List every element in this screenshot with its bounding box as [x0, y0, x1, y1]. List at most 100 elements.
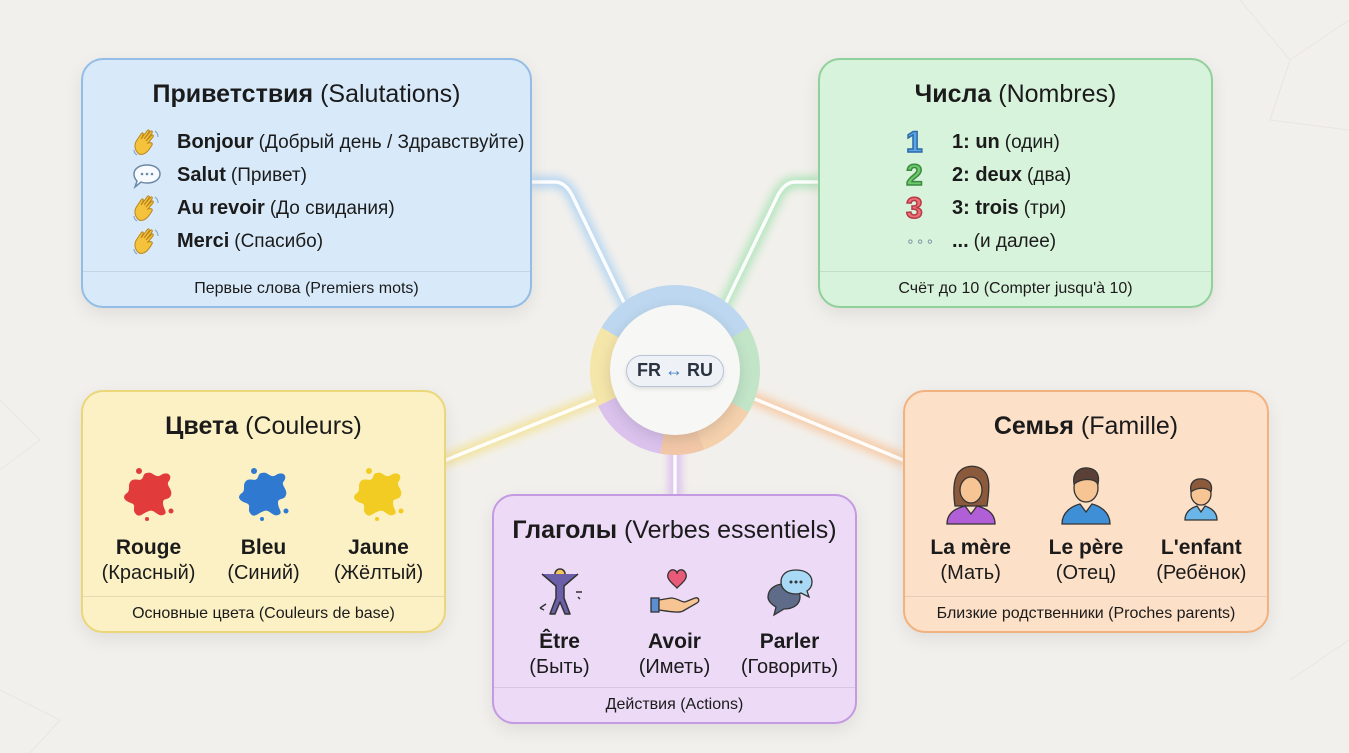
- french-word: Parler: [759, 630, 820, 653]
- french-word: Être: [539, 630, 580, 653]
- russian-translation: (До свидания): [269, 197, 395, 219]
- family-item: Le père (Отец): [1029, 458, 1143, 585]
- title-fr: (Couleurs): [245, 412, 362, 440]
- greetings-list: Bonjour(Добрый день / Здравствуйте) Salu…: [131, 126, 524, 258]
- family-item: La mère (Мать): [914, 458, 1028, 585]
- connector-family: [736, 390, 905, 462]
- blue-splash-icon: [207, 458, 321, 530]
- french-word: 2: deux: [952, 164, 1023, 186]
- french-word: Jaune: [348, 536, 409, 559]
- language-pair-badge[interactable]: FR↔RU: [626, 355, 724, 387]
- family-item: L'enfant (Ребёнок): [1144, 458, 1258, 585]
- card-title: Приветствия (Salutations): [83, 80, 530, 109]
- card-footer: Основные цвета (Couleurs de base): [83, 596, 444, 631]
- number-glyph: 3: [905, 191, 923, 226]
- french-word: Au revoir: [177, 197, 265, 219]
- ellipsis-glyph: ∘∘∘: [906, 233, 936, 249]
- french-word: Rouge: [115, 536, 182, 559]
- verb-item: Parler (Говорить): [733, 560, 847, 679]
- number-one-icon: 1: [905, 125, 952, 160]
- french-word: Avoir: [648, 630, 701, 653]
- title-ru: Глаголы: [512, 516, 618, 544]
- list-item: Au revoir(До свидания): [131, 192, 524, 225]
- numbers-card: Числа (Nombres) 1 1: un(один) 2 2: deux(…: [818, 58, 1213, 308]
- french-word: 3: trois: [952, 197, 1019, 219]
- list-item: ∘∘∘ ...(и далее): [906, 225, 1071, 258]
- card-title: Числа (Nombres): [820, 80, 1211, 109]
- list-item: Salut(Привет): [131, 159, 524, 192]
- ellipsis-icon: ∘∘∘: [906, 233, 952, 250]
- number-three-icon: 3: [905, 191, 952, 226]
- russian-translation: (Мать): [940, 562, 1001, 584]
- russian-translation: (Привет): [230, 164, 307, 186]
- french-word: Le père: [1048, 536, 1124, 559]
- russian-translation: (Быть): [529, 656, 590, 678]
- mother-icon: [914, 458, 1028, 530]
- hand-heart-icon: [618, 560, 732, 624]
- color-item: Jaune (Жёлтый): [322, 458, 436, 585]
- chat-bubbles-icon: [733, 560, 847, 624]
- title-ru: Цвета: [165, 412, 239, 440]
- person-jumping-icon: [503, 560, 617, 624]
- russian-translation: (Синий): [227, 562, 300, 584]
- list-item: 1 1: un(один): [905, 125, 1071, 160]
- target-language: RU: [687, 360, 713, 380]
- colors-card: Цвета (Couleurs) Rouge (Красный) Bleu (С…: [81, 390, 446, 633]
- color-item: Bleu (Синий): [207, 458, 321, 585]
- french-word: L'enfant: [1160, 536, 1242, 559]
- waving-hand-icon: [131, 227, 177, 257]
- waving-hand-icon: [131, 128, 177, 158]
- russian-translation: (три): [1023, 197, 1067, 219]
- greetings-card: Приветствия (Salutations) Bonjour(Добрый…: [81, 58, 532, 308]
- card-footer: Первые слова (Premiers mots): [83, 271, 530, 306]
- russian-translation: (Красный): [101, 562, 196, 584]
- red-splash-icon: [92, 458, 206, 530]
- russian-translation: (Добрый день / Здравствуйте): [258, 131, 525, 153]
- number-two-icon: 2: [905, 158, 952, 193]
- verbs-card: Глаголы (Verbes essentiels) Être (Быть) …: [492, 494, 857, 724]
- title-fr: (Salutations): [320, 80, 461, 108]
- list-item: Merci(Спасибо): [131, 225, 524, 258]
- list-item: 2 2: deux(два): [905, 158, 1072, 193]
- card-title: Семья (Famille): [905, 412, 1267, 441]
- connector-colors: [444, 390, 617, 462]
- connector-greetings-glow: [527, 177, 635, 320]
- french-word: Bleu: [240, 536, 287, 559]
- verb-item: Être (Быть): [503, 560, 617, 679]
- russian-translation: (Говорить): [740, 656, 839, 678]
- french-word: Bonjour: [177, 131, 254, 153]
- child-icon: [1144, 458, 1258, 530]
- left-right-arrow-icon: ↔: [665, 360, 683, 380]
- title-ru: Приветствия: [152, 80, 314, 108]
- russian-translation: (Иметь): [638, 656, 711, 678]
- connector-numbers: [718, 180, 820, 317]
- russian-translation: (один): [1004, 131, 1060, 153]
- card-title: Цвета (Couleurs): [83, 412, 444, 441]
- french-word: La mère: [930, 536, 1011, 559]
- title-fr: (Nombres): [998, 80, 1117, 108]
- list-item: 3 3: trois(три): [905, 191, 1071, 226]
- french-word: 1: un: [952, 131, 1000, 153]
- family-list: La mère (Мать) Le père (Отец) L'enfant (…: [905, 458, 1267, 585]
- number-glyph: 1: [905, 125, 923, 160]
- verbs-list: Être (Быть) Avoir (Иметь) Parler (Говори…: [494, 560, 855, 679]
- french-word: Salut: [177, 164, 226, 186]
- card-footer: Близкие родственники (Proches parents): [905, 596, 1267, 631]
- colors-list: Rouge (Красный) Bleu (Синий) Jaune (Жёлт…: [83, 458, 444, 585]
- verb-item: Avoir (Иметь): [618, 560, 732, 679]
- russian-translation: (два): [1027, 164, 1072, 186]
- french-word: ...: [952, 230, 969, 252]
- color-item: Rouge (Красный): [92, 458, 206, 585]
- card-title: Глаголы (Verbes essentiels): [494, 516, 855, 545]
- source-language: FR: [637, 360, 661, 380]
- card-footer: Действия (Actions): [494, 687, 855, 722]
- title-fr: (Famille): [1080, 412, 1179, 440]
- french-word: Merci: [177, 230, 230, 252]
- connector-greetings: [530, 180, 632, 317]
- russian-translation: (Жёлтый): [333, 562, 424, 584]
- father-icon: [1029, 458, 1143, 530]
- numbers-list: 1 1: un(один) 2 2: deux(два) 3 3: trois(…: [905, 125, 1072, 258]
- number-glyph: 2: [905, 158, 923, 193]
